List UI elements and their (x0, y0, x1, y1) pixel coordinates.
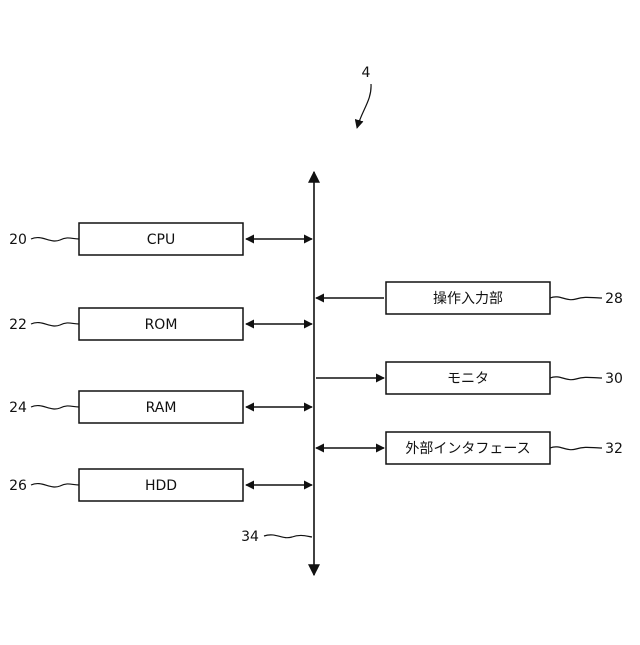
figure-ref-arrow (357, 84, 371, 128)
block-monitor-ref-leader (550, 377, 602, 380)
block-cpu-label: CPU (147, 232, 175, 248)
block-operation-input-ref: 28 (605, 291, 623, 307)
block-cpu-ref-leader (31, 238, 79, 241)
block-rom-ref-leader (31, 323, 79, 326)
block-operation-input: 操作入力部 28 (316, 282, 623, 314)
block-rom: ROM 22 (9, 308, 312, 340)
block-ram-ref-leader (31, 406, 79, 409)
block-monitor: モニタ 30 (316, 362, 623, 394)
bus-ref-label: 34 (241, 529, 259, 545)
block-hdd-ref-leader (31, 484, 79, 487)
block-external-interface-label: 外部インタフェース (405, 441, 530, 457)
block-cpu-ref: 20 (9, 232, 27, 248)
block-hdd-ref: 26 (9, 478, 27, 494)
block-external-interface-ref: 32 (605, 441, 623, 457)
bus-ref-leader (264, 535, 312, 538)
block-rom-ref: 22 (9, 317, 27, 333)
block-hdd: HDD 26 (9, 469, 312, 501)
block-ram-ref: 24 (9, 400, 27, 416)
block-cpu: CPU 20 (9, 223, 312, 255)
block-ram-label: RAM (146, 400, 177, 416)
block-external-interface-ref-leader (550, 447, 602, 450)
block-ram: RAM 24 (9, 391, 312, 423)
figure-ref-label: 4 (362, 65, 371, 81)
block-operation-input-label: 操作入力部 (433, 291, 503, 307)
block-external-interface: 外部インタフェース 32 (316, 432, 623, 464)
block-operation-input-ref-leader (550, 297, 602, 300)
block-hdd-label: HDD (145, 478, 177, 494)
block-rom-label: ROM (145, 317, 178, 333)
block-monitor-ref: 30 (605, 371, 623, 387)
block-monitor-label: モニタ (447, 371, 489, 387)
